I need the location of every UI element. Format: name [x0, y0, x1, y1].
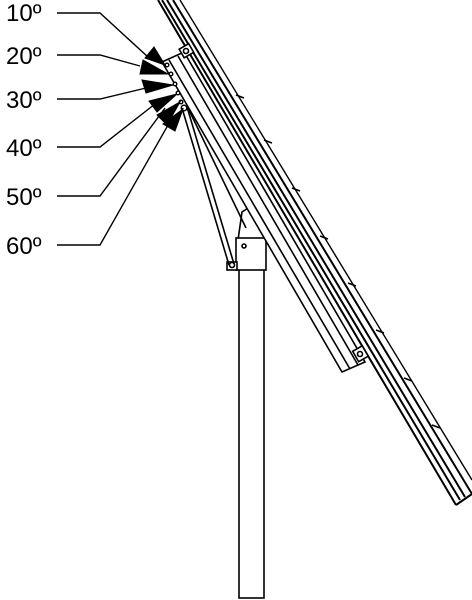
angle-label-50: 50º — [6, 184, 42, 211]
adjustment-holes — [164, 62, 188, 112]
angle-label-40: 40º — [6, 135, 42, 162]
arrow-50 — [156, 100, 182, 126]
arrow-40 — [148, 93, 178, 113]
angle-label-20: 20º — [6, 43, 42, 70]
arrow-10 — [144, 46, 167, 66]
ground-pole — [238, 267, 265, 599]
solar-panel — [157, 0, 472, 506]
arrow-30 — [141, 79, 174, 94]
angle-label-60: 60º — [6, 233, 42, 260]
arrow-20 — [139, 59, 170, 75]
angle-label-10: 10º — [6, 0, 42, 27]
angle-labels: 10º 20º 30º 40º 50º 60º — [6, 0, 42, 260]
mounting-rail — [160, 42, 370, 374]
arrowheads — [139, 46, 185, 132]
angle-label-30: 30º — [6, 87, 42, 114]
support-strut — [181, 106, 247, 266]
leader-lines — [57, 12, 173, 246]
arrow-60 — [162, 107, 185, 132]
